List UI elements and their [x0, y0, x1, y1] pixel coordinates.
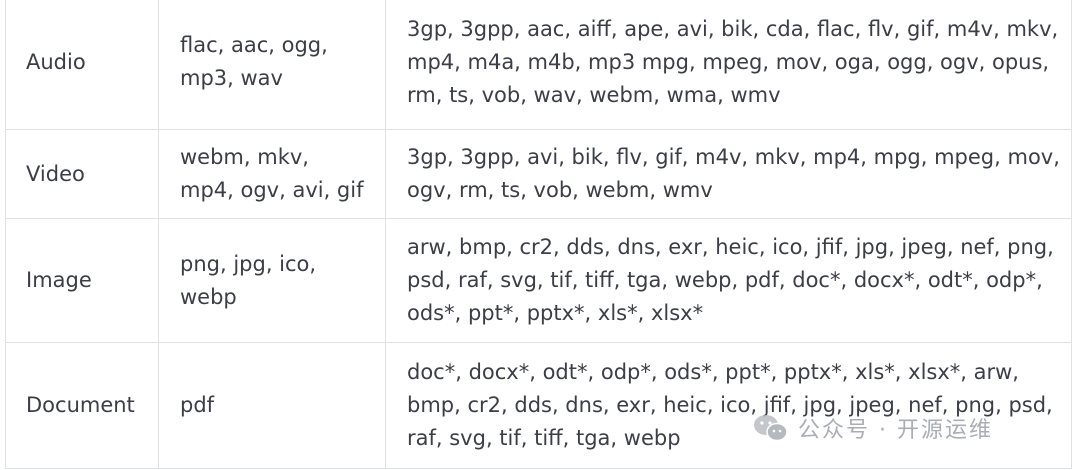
format-table-container: Audio flac, aac, ogg, mp3, wav 3gp, 3gpp… [5, 0, 1072, 469]
output-formats-line: ogv, rm, ts, vob, webm, wmv [407, 178, 713, 202]
category-cell: Document [5, 342, 159, 469]
category-label: Video [26, 161, 85, 186]
category-label: Document [26, 393, 135, 417]
input-formats-line: pdf [180, 393, 215, 417]
format-table: Audio flac, aac, ogg, mp3, wav 3gp, 3gpp… [5, 0, 1072, 469]
output-formats-line: mp4, m4a, m4b, mp3 mpg, mpeg, mov, oga, … [407, 49, 1050, 74]
output-formats-line: arw, bmp, cr2, dds, dns, exr, heic, ico,… [407, 235, 1054, 259]
output-formats-line: ods*, ppt*, pptx*, xls*, xlsx* [407, 301, 704, 325]
input-formats-cell: png, jpg, ico, webp [158, 218, 386, 343]
output-formats-line: doc*, docx*, odt*, odp*, ods*, ppt*, ppt… [407, 360, 1019, 384]
output-formats-line: raf, svg, tif, tiff, tga, webp [407, 426, 681, 450]
input-formats-line: flac, aac, ogg, [180, 33, 328, 57]
output-formats-line: psd, raf, svg, tif, tiff, tga, webp, pdf… [407, 268, 1043, 292]
output-formats-cell: doc*, docx*, odt*, odp*, ods*, ppt*, ppt… [385, 342, 1072, 469]
input-formats-cell: pdf [158, 342, 386, 469]
table-row-document: Document pdf doc*, docx*, odt*, odp*, od… [5, 342, 1072, 469]
watermark-text: 公众号 · 开源运维 [798, 418, 993, 443]
category-label: Image [26, 268, 92, 292]
input-formats-cell: webm, mkv, mp4, ogv, avi, gif [158, 129, 386, 219]
output-formats-cell: arw, bmp, cr2, dds, dns, exr, heic, ico,… [385, 218, 1072, 343]
watermark: 公众号 · 开源运维 [752, 408, 993, 448]
wechat-icon [752, 413, 790, 443]
category-cell: Image [5, 218, 159, 343]
input-formats-line: mp4, ogv, avi, gif [180, 178, 364, 202]
output-formats-line: 3gp, 3gpp, avi, bik, flv, gif, m4v, mkv,… [407, 145, 1060, 169]
output-formats-line: bmp, cr2, dds, dns, exr, heic, ico, jfif… [407, 393, 1053, 417]
output-formats-line: 3gp, 3gpp, aac, aiff, ape, avi, bik, cda… [407, 16, 1059, 41]
category-label: Audio [26, 49, 86, 74]
table-row-video: Video webm, mkv, mp4, ogv, avi, gif 3gp,… [5, 129, 1072, 219]
output-formats-cell: 3gp, 3gpp, avi, bik, flv, gif, m4v, mkv,… [385, 129, 1072, 219]
input-formats-line: webp [180, 284, 237, 309]
output-formats-line: rm, ts, vob, wav, webm, wma, wmv [407, 82, 781, 107]
table-row-image: Image png, jpg, ico, webp arw, bmp, cr2,… [5, 218, 1072, 343]
input-formats-line: png, jpg, ico, [180, 251, 317, 276]
category-cell: Video [5, 129, 159, 219]
input-formats-line: webm, mkv, [180, 145, 309, 169]
table-row-audio: Audio flac, aac, ogg, mp3, wav 3gp, 3gpp… [5, 0, 1072, 130]
input-formats-cell: flac, aac, ogg, mp3, wav [158, 0, 386, 130]
input-formats-line: mp3, wav [180, 66, 283, 90]
category-cell: Audio [5, 0, 159, 130]
output-formats-cell: 3gp, 3gpp, aac, aiff, ape, avi, bik, cda… [385, 0, 1072, 130]
